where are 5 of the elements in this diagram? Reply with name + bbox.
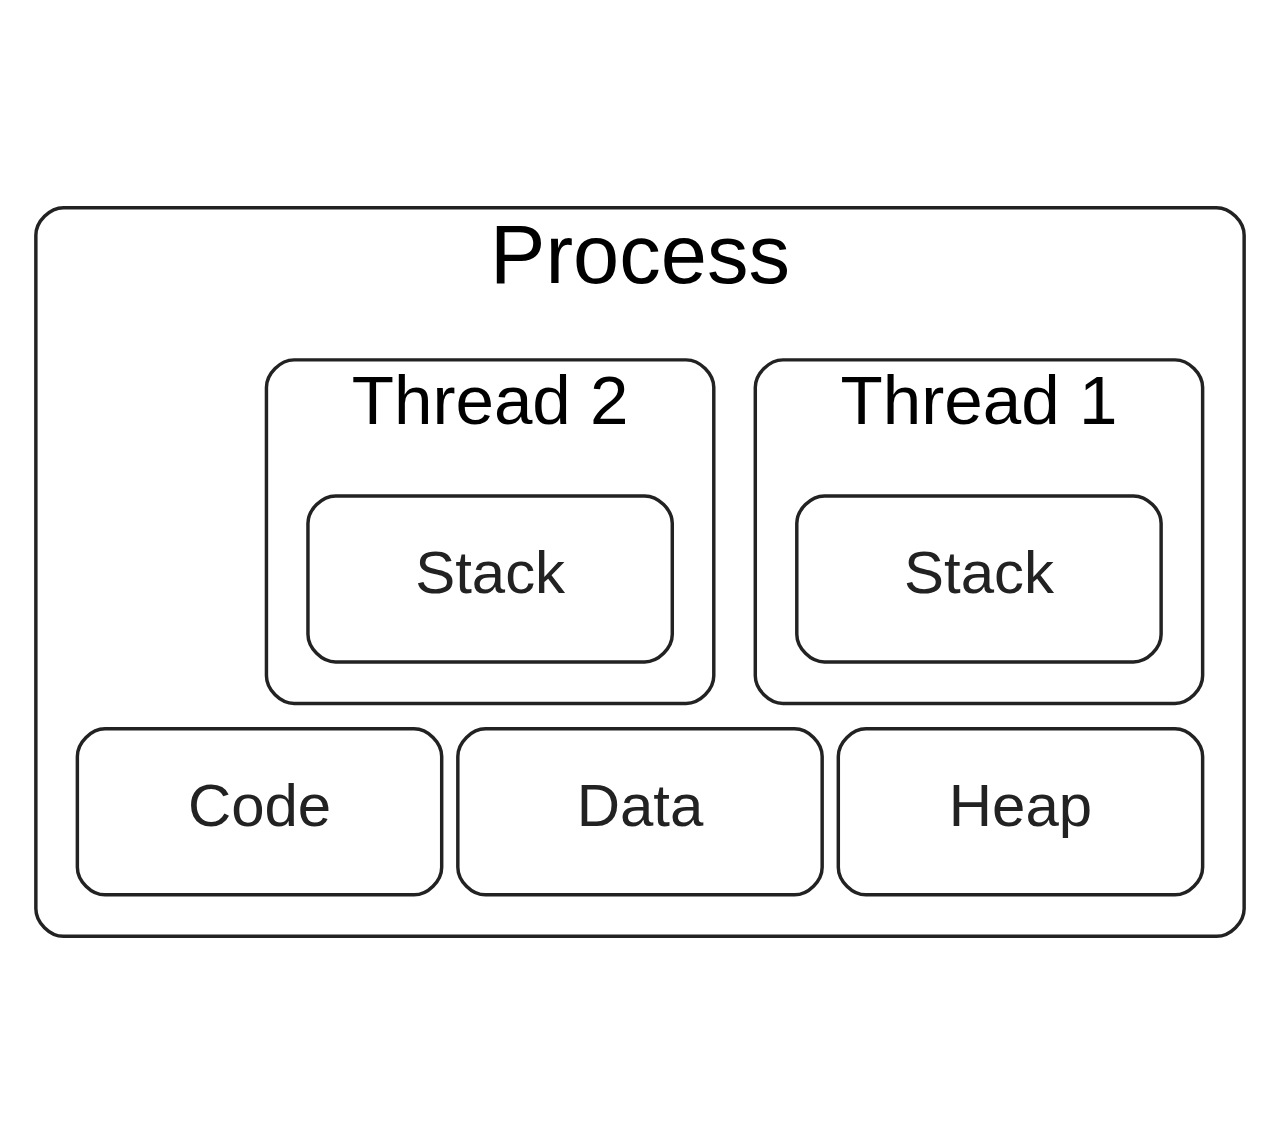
node-box: Stack bbox=[795, 493, 1163, 664]
node-box: Data bbox=[456, 726, 824, 897]
node-box: Stack bbox=[306, 493, 674, 664]
node-box: Heap bbox=[836, 726, 1205, 897]
node-box: Code bbox=[75, 726, 444, 897]
